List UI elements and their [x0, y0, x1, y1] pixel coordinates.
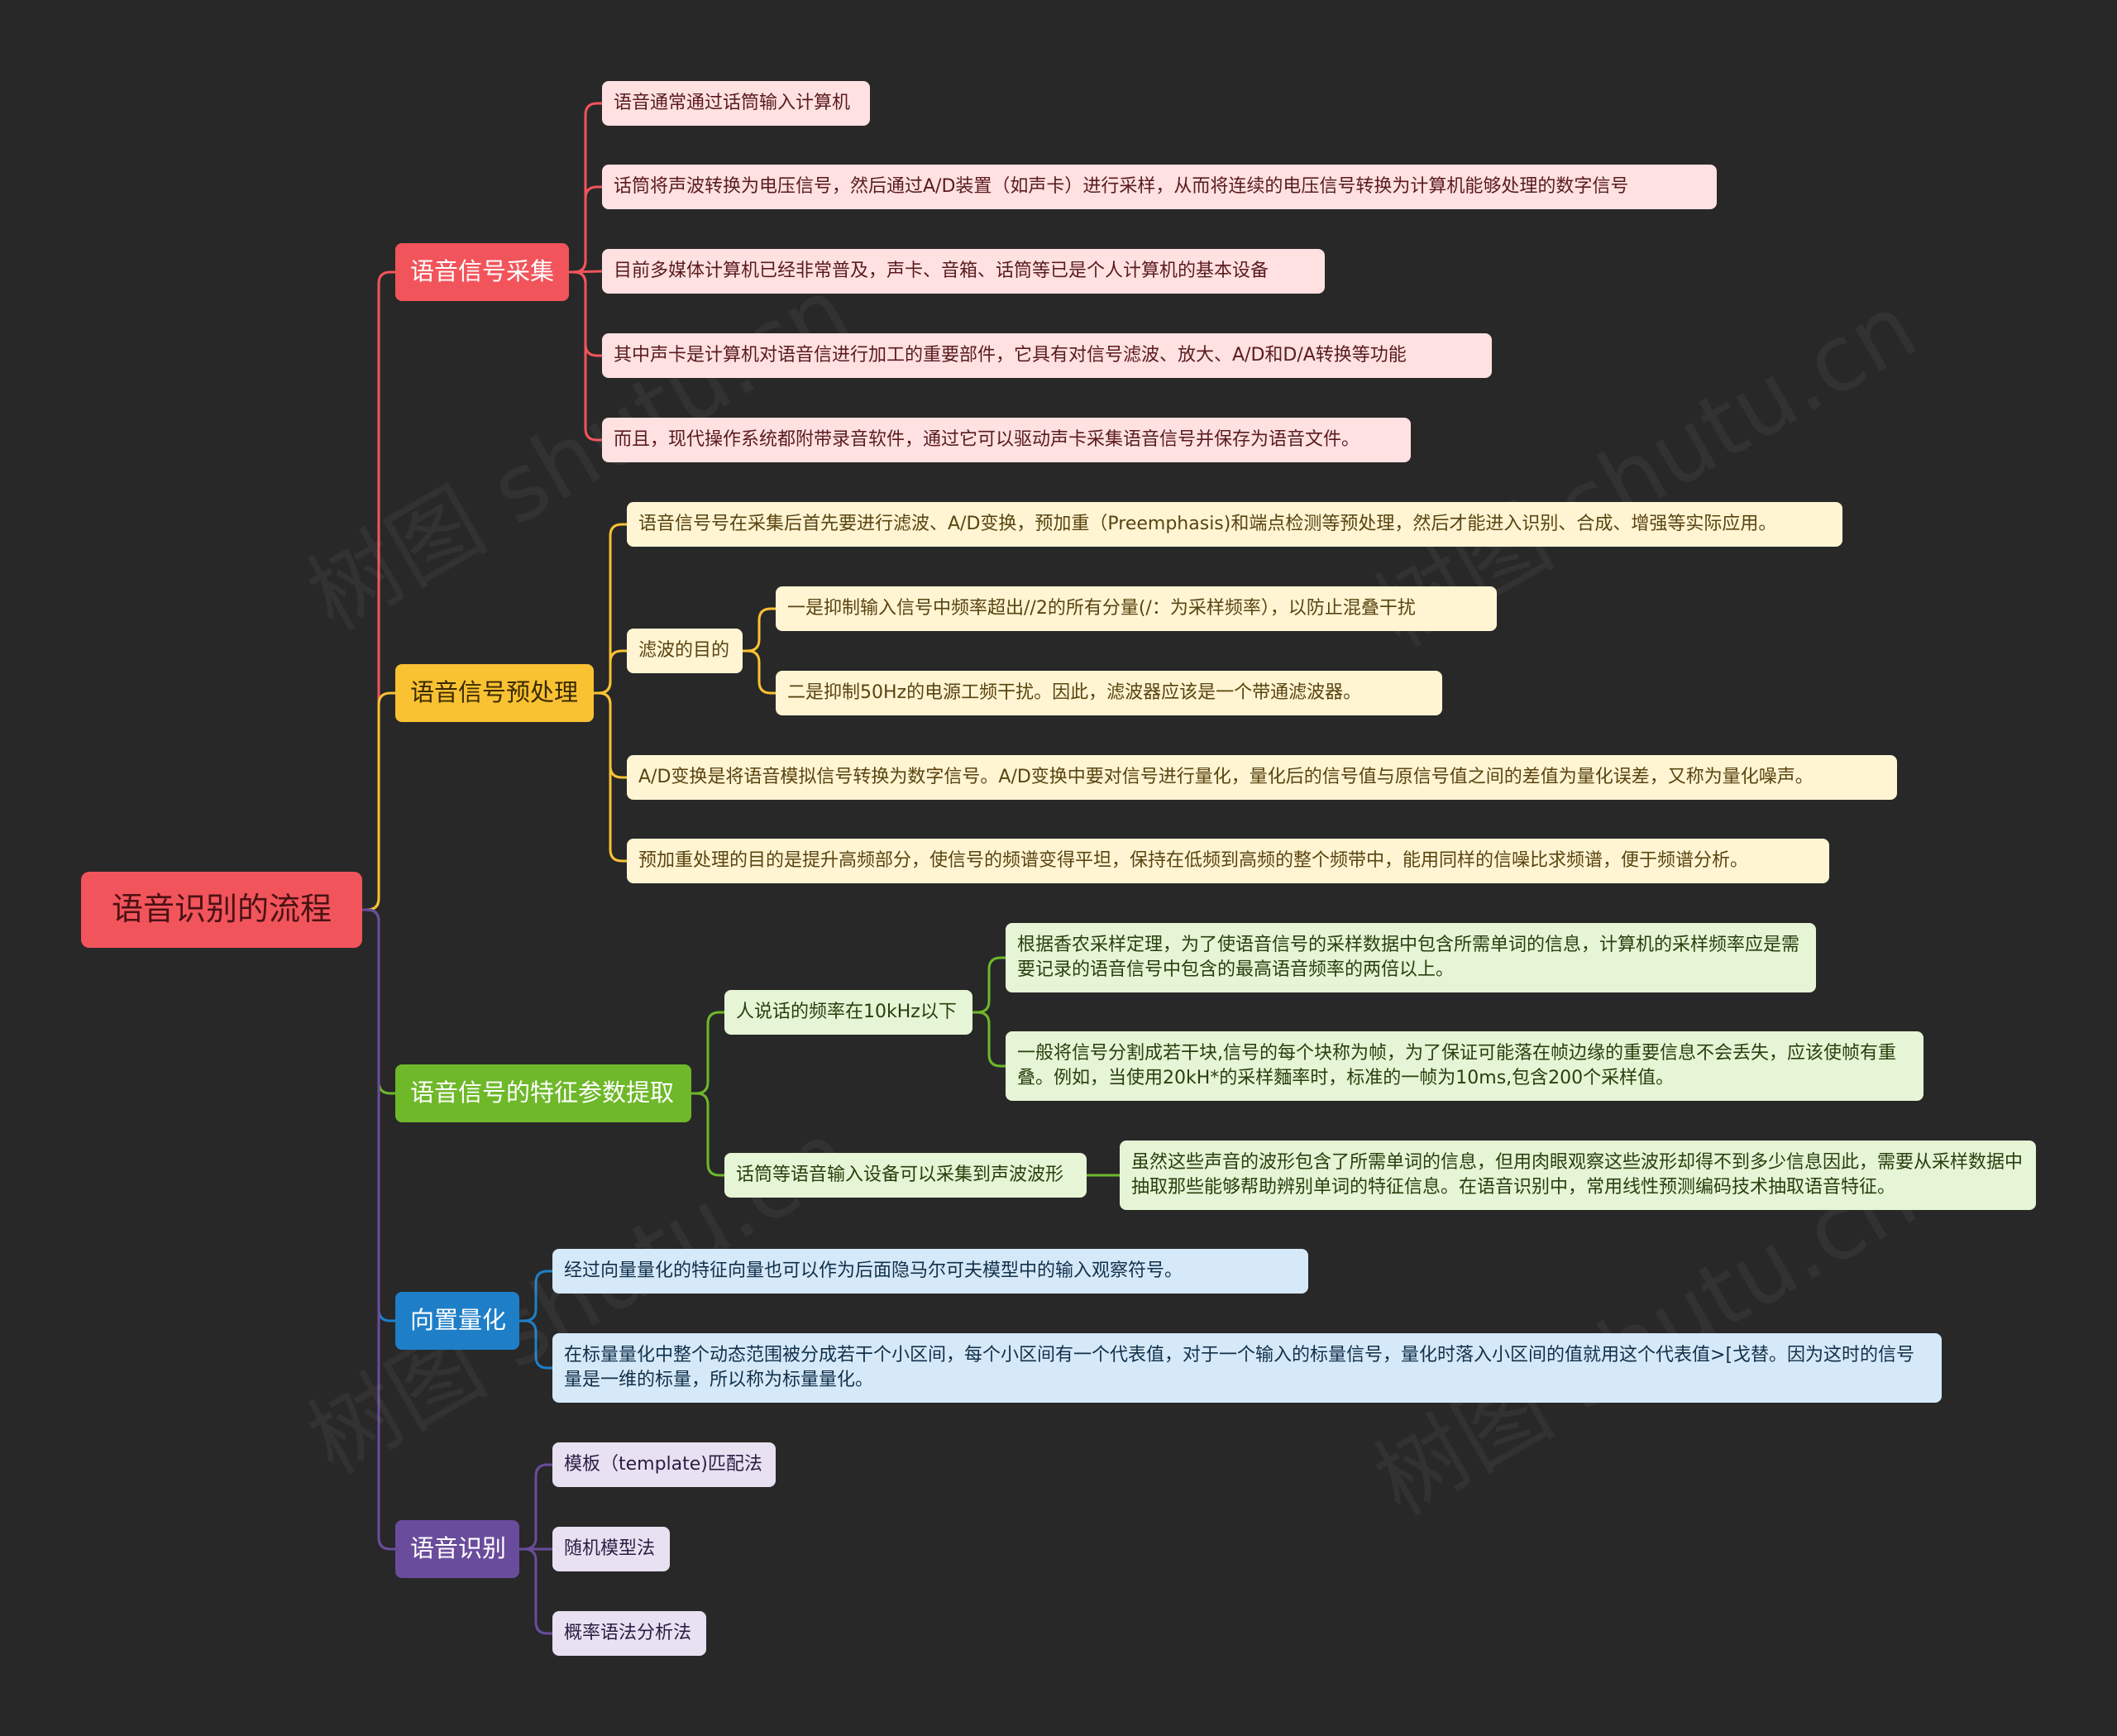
branch-vector-quantization[interactable]: 向置量化 — [395, 1292, 519, 1350]
leaf-node[interactable]: 随机模型法 — [552, 1527, 670, 1571]
leaf-node[interactable]: 一是抑制输入信号中频率超出//2的所有分量(/：为采样频率），以防止混叠干扰 — [776, 586, 1497, 631]
connector — [743, 649, 776, 695]
leaf-node[interactable]: 概率语法分析法 — [552, 1611, 706, 1656]
connector — [972, 1011, 1006, 1068]
leaf-node[interactable]: 语音通常通过话筒输入计算机 — [602, 81, 870, 126]
connector — [691, 1092, 724, 1177]
connector — [362, 908, 395, 1551]
connector — [972, 956, 1006, 1014]
leaf-node[interactable]: 在标量量化中整个动态范围被分成若干个小区间，每个小区间有一个代表值，对于一个输入… — [552, 1333, 1942, 1403]
leaf-node[interactable]: A/D变换是将语音模拟信号转换为数字信号。A/D变换中要对信号进行量化，量化后的… — [627, 755, 1897, 800]
branch-signal-acquisition[interactable]: 语音信号采集 — [395, 243, 569, 301]
connector — [594, 649, 627, 695]
connector — [519, 1319, 552, 1370]
connector — [569, 270, 602, 442]
leaf-node[interactable]: 二是抑制50Hz的电源工频干扰。因此，滤波器应该是一个带通滤波器。 — [776, 671, 1442, 715]
leaf-node[interactable]: 其中声卡是计算机对语音信进行加工的重要部件，它具有对信号滤波、放大、A/D和D/… — [602, 333, 1492, 378]
connector — [743, 607, 776, 653]
leaf-node[interactable]: 根据香农采样定理，为了使语音信号的采样数据中包含所需单词的信息，计算机的采样频率… — [1006, 923, 1816, 992]
branch-feature-extraction[interactable]: 语音信号的特征参数提取 — [395, 1064, 691, 1122]
leaf-node[interactable]: 目前多媒体计算机已经非常普及，声卡、音箱、话筒等已是个人计算机的基本设备 — [602, 249, 1325, 294]
sub-topic-microphone-waveform[interactable]: 话筒等语音输入设备可以采集到声波波形 — [724, 1153, 1087, 1198]
connector — [569, 185, 602, 274]
leaf-node[interactable]: 虽然这些声音的波形包含了所需单词的信息，但用肉眼观察这些波形却得不到多少信息因此… — [1120, 1141, 2036, 1210]
branch-preprocessing[interactable]: 语音信号预处理 — [395, 664, 594, 722]
branch-speech-recognition[interactable]: 语音识别 — [395, 1520, 519, 1578]
leaf-node[interactable]: 模板（template)匹配法 — [552, 1442, 776, 1487]
leaf-node[interactable]: 经过向量量化的特征向量也可以作为后面隐马尔可夫模型中的输入观察符号。 — [552, 1249, 1308, 1294]
sub-topic-speech-frequency[interactable]: 人说话的频率在10kHz以下 — [724, 990, 972, 1035]
leaf-node[interactable]: 而且，现代操作系统都附带录音软件，通过它可以驱动声卡采集语音信号并保存为语音文件… — [602, 418, 1411, 462]
connector — [691, 1011, 724, 1095]
leaf-node[interactable]: 话筒将声波转换为电压信号，然后通过A/D装置（如声卡）进行采样，从而将连续的电压… — [602, 165, 1717, 209]
leaf-node[interactable]: 一般将信号分割成若干块,信号的每个块称为帧，为了保证可能落在帧边缘的重要信息不会… — [1006, 1031, 1923, 1101]
leaf-node[interactable]: 预加重处理的目的是提升高频部分，使信号的频谱变得平坦，保持在低频到高频的整个频带… — [627, 839, 1829, 883]
connector — [362, 691, 395, 911]
leaf-node[interactable]: 语音信号号在采集后首先要进行滤波、A/D变换，预加重（Preemphasis)和… — [627, 502, 1842, 547]
root-topic[interactable]: 语音识别的流程 — [81, 872, 362, 948]
connector — [594, 691, 627, 863]
connector — [519, 1547, 552, 1635]
sub-topic-filter-purpose[interactable]: 滤波的目的 — [627, 629, 743, 673]
connector — [519, 1463, 552, 1551]
connector — [519, 1270, 552, 1322]
